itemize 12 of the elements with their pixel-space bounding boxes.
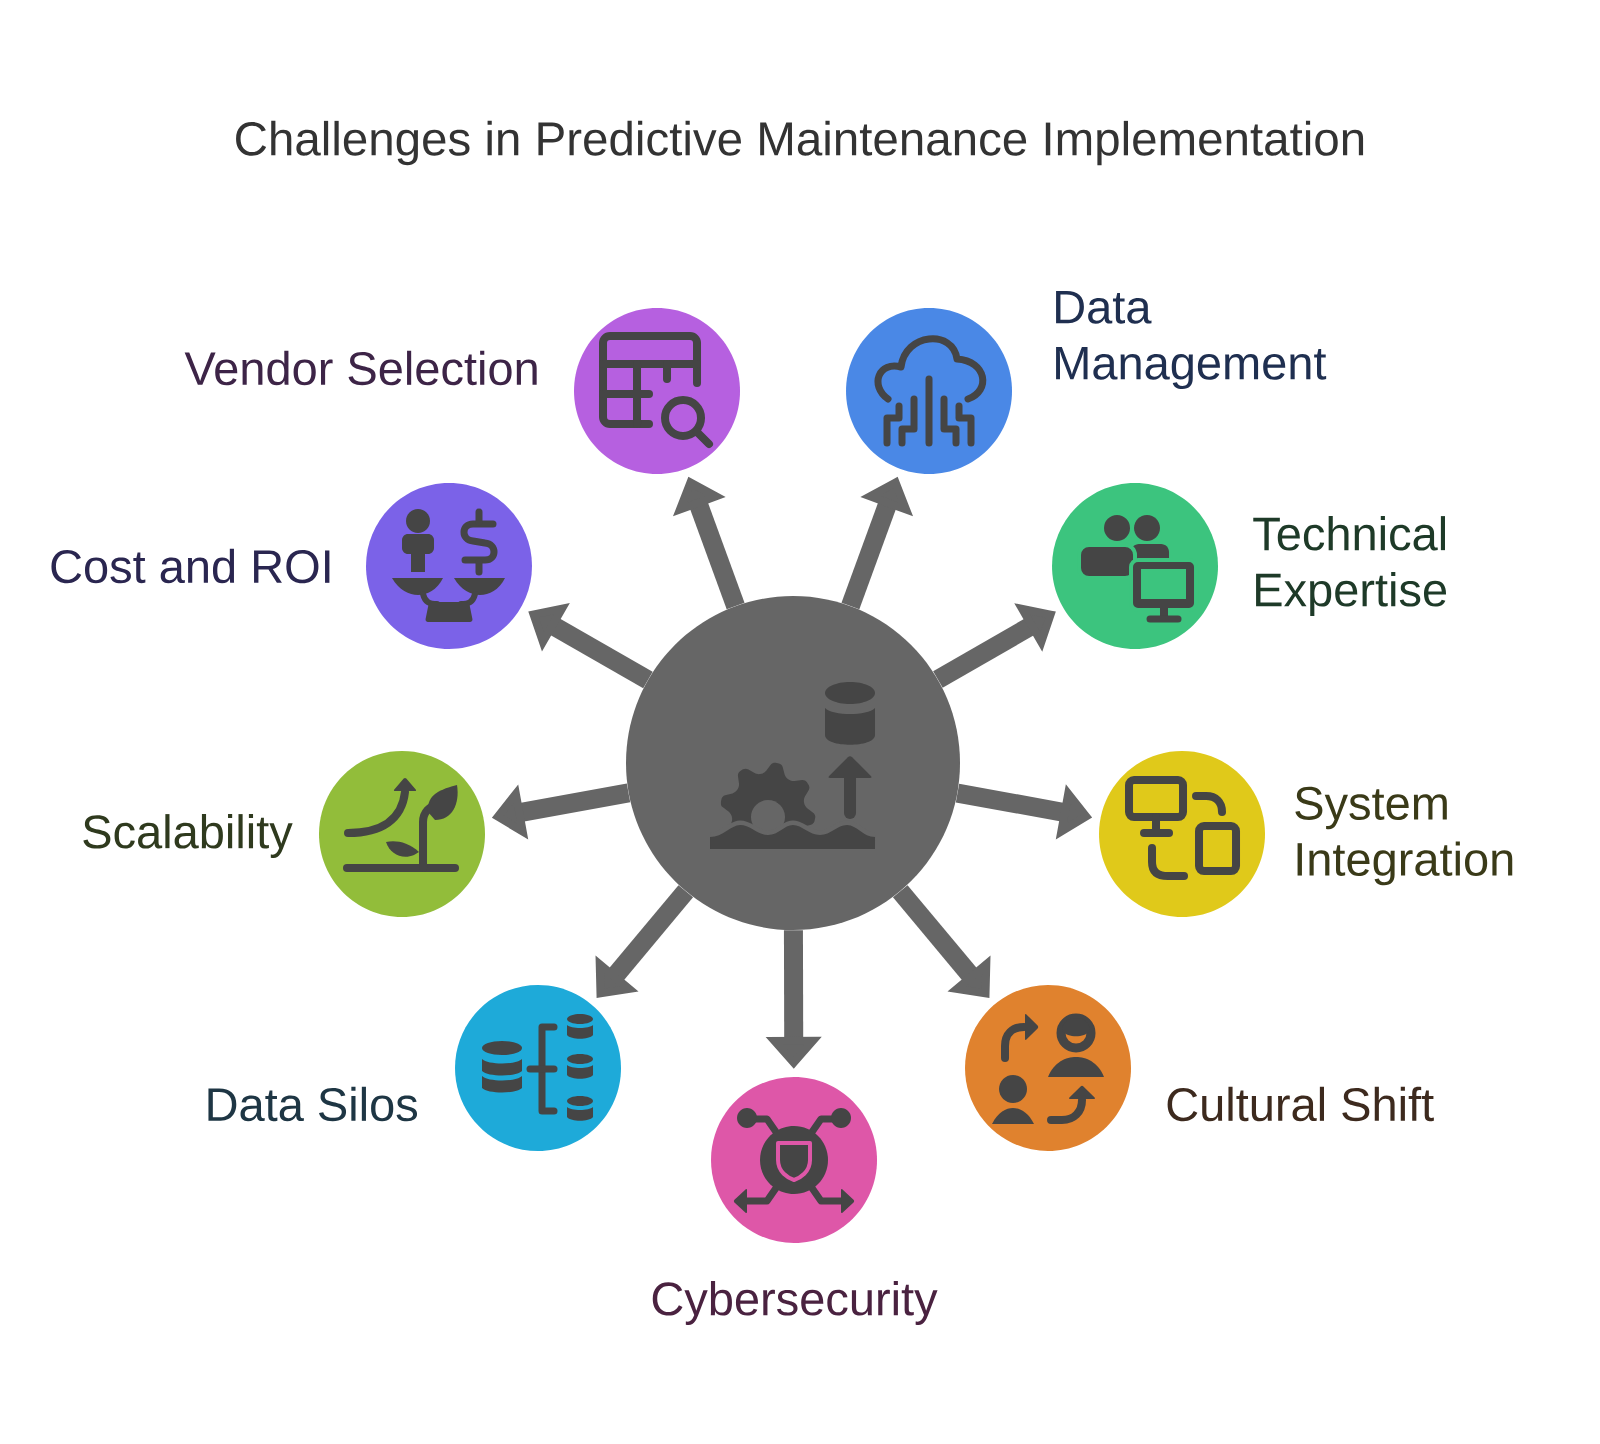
category-label: System Integration bbox=[1295, 786, 1513, 886]
category-label: Cost and ROI bbox=[51, 548, 330, 584]
category-label: Vendor Selection bbox=[184, 350, 537, 386]
category-label: Technical Expertise bbox=[1253, 516, 1447, 616]
category-label: Data Silos bbox=[208, 1086, 418, 1122]
arrow bbox=[595, 885, 694, 998]
category-label: Cybersecurity bbox=[652, 1281, 938, 1325]
category-label: Scalability bbox=[83, 814, 293, 858]
category-label: Cultural Shift bbox=[1167, 1086, 1434, 1122]
title: Challenges in Predictive Maintenance Implementation bbox=[236, 120, 1364, 166]
arrow bbox=[892, 885, 991, 998]
category-label: Data Management bbox=[1056, 290, 1327, 390]
